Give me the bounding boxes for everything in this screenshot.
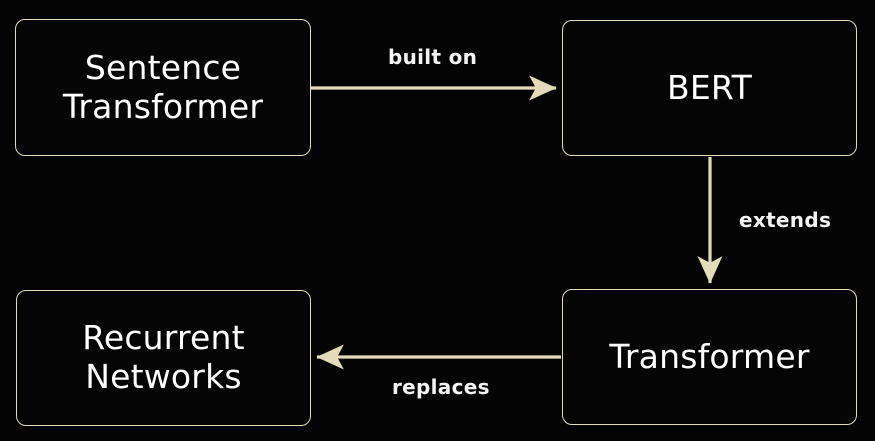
node-label: Sentence Transformer <box>62 47 264 126</box>
node-recurrent-networks[interactable]: Recurrent Networks <box>16 290 311 426</box>
node-label: Transformer <box>609 336 810 376</box>
node-transformer[interactable]: Transformer <box>562 289 857 425</box>
node-label: Recurrent Networks <box>82 318 245 396</box>
edge-label-replaces: replaces <box>392 375 490 399</box>
edge-label-built-on: built on <box>388 45 478 69</box>
edge-label-extends: extends <box>739 208 832 232</box>
node-bert[interactable]: BERT <box>562 20 857 156</box>
node-sentence-transformer[interactable]: Sentence Transformer <box>15 19 311 156</box>
node-label: BERT <box>667 67 752 107</box>
